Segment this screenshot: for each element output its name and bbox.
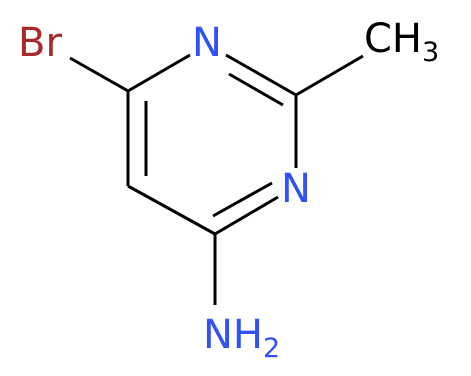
atom-n-top: N [192,20,222,66]
bond-n3-c4 [214,195,279,236]
bond-n1-c2-inner [228,72,284,107]
bond-n3-c4-inner [212,181,273,218]
atom-n-right: N [281,166,311,212]
atom-ch3-symbol: CH [364,16,422,62]
bond-n1-c2 [225,53,297,97]
atom-labels: Br N N CH3 NH2 [18,16,439,364]
atom-nh2-subscript: 2 [263,333,280,364]
bond-c6-n1 [127,53,191,93]
bond-c4-c5 [127,184,216,236]
atom-ch3-subscript: 3 [422,37,439,68]
bond-br-c6 [69,56,129,93]
bond-group [69,53,364,305]
atom-br: Br [18,20,62,66]
bond-c2-ch3 [295,54,364,97]
atom-nh2-symbol: NH [203,312,263,358]
atom-ch3: CH3 [364,16,439,68]
atom-nh2: NH2 [203,312,280,364]
